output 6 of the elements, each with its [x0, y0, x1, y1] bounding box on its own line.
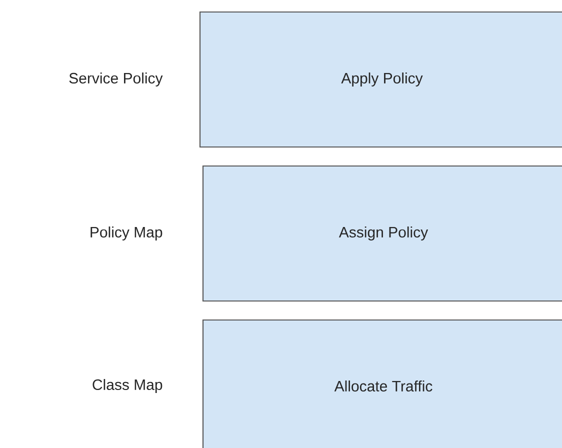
- side-label: Service Policy: [69, 72, 163, 86]
- process-box: Assign Policy: [202, 165, 562, 302]
- process-box: Allocate Traffic: [202, 319, 562, 448]
- process-box: Apply Policy: [199, 11, 562, 148]
- side-label: Class Map: [92, 379, 162, 393]
- side-label: Policy Map: [90, 226, 162, 240]
